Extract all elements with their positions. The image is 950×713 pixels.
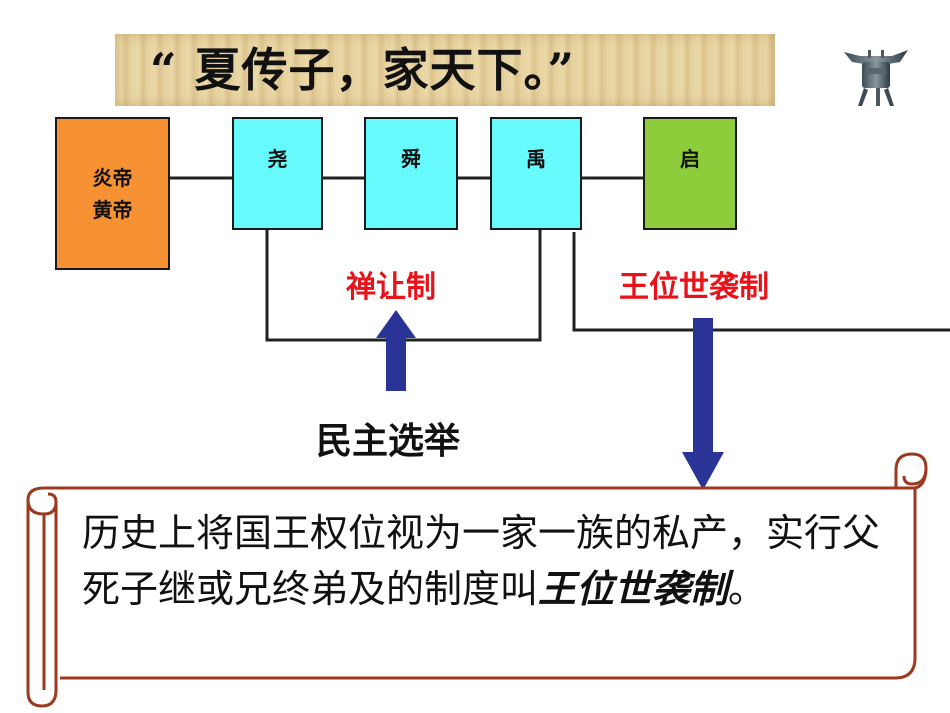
box-qi: 启 bbox=[643, 117, 737, 230]
label-wangwei-shixi: 王位世袭制 bbox=[619, 270, 769, 305]
box-label-yandi: 炎帝 bbox=[92, 165, 133, 190]
box-label-qi: 启 bbox=[680, 146, 700, 171]
box-label-huangdi: 黄帝 bbox=[92, 197, 133, 222]
box-yandi-huangdi: 炎帝 黄帝 bbox=[55, 117, 170, 270]
label-shanrang: 禅让制 bbox=[346, 270, 436, 305]
label-minzhu-xuanju: 民主选举 bbox=[316, 420, 461, 462]
down-arrow-shaft bbox=[693, 318, 713, 453]
page-title: “ 夏传子，家天下。” bbox=[150, 43, 575, 97]
box-yu: 禹 bbox=[490, 117, 582, 230]
bronze-vessel-icon bbox=[844, 50, 908, 106]
up-arrow-head bbox=[376, 310, 416, 338]
box-label-yao: 尧 bbox=[267, 146, 288, 171]
box-shun: 舜 bbox=[364, 117, 458, 230]
scroll-text-end: 。 bbox=[728, 567, 767, 611]
down-arrow-head bbox=[682, 452, 724, 490]
box-label-yu: 禹 bbox=[526, 146, 546, 171]
scroll-text: 历史上将国王权位视为一家一族的私产，实行父死子继或兄终弟及的制度叫王位世袭制。 bbox=[82, 505, 912, 617]
box-yao: 尧 bbox=[232, 117, 323, 230]
box-label-shun: 舜 bbox=[401, 146, 421, 171]
up-arrow-shaft bbox=[386, 337, 406, 391]
scroll-text-emphasis: 王位世袭制 bbox=[538, 567, 729, 611]
title-banner bbox=[115, 34, 775, 106]
scroll-text-main: 历史上将国王权位视为一家一族的私产，实行父死子继或兄终弟及的制度叫 bbox=[82, 511, 881, 611]
